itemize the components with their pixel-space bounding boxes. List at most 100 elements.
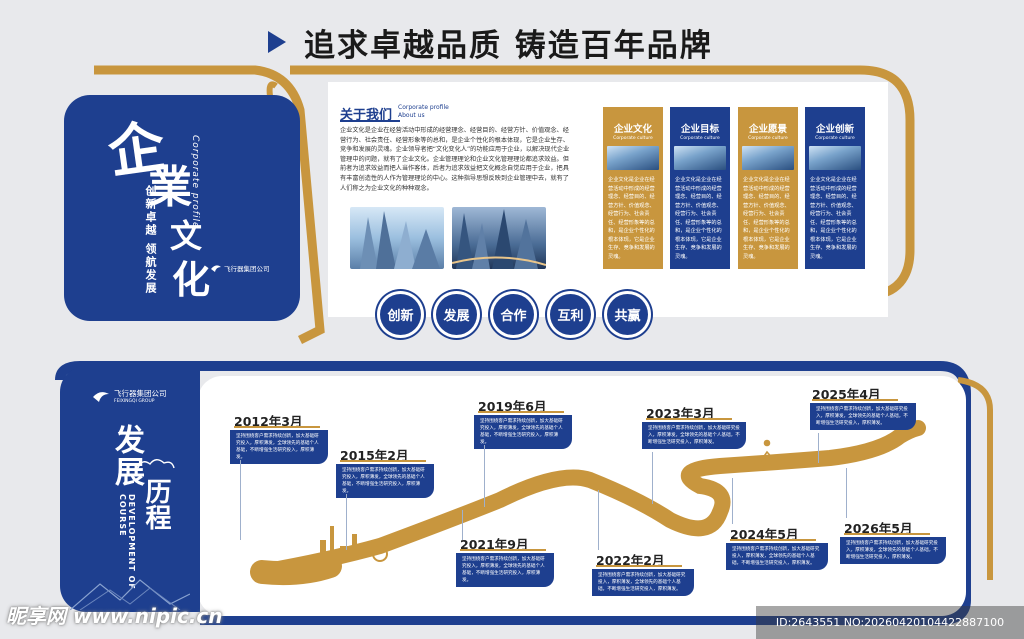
city-skyline-icon: [320, 526, 388, 562]
company-logo-icon: [211, 265, 221, 272]
history-company-en: FEIXINGQI GROUP: [114, 399, 155, 404]
keyword-win-win: 共赢: [607, 294, 648, 335]
milestone-stem: [484, 445, 485, 507]
value-card-body: 企业文化是企业在经营活动中形成的经营理念、经营目的、经营方针、价值观念、经营行为…: [608, 177, 655, 260]
milestone-stem: [598, 490, 599, 550]
milestone-stem: [346, 494, 347, 550]
value-card-en: Corporate culture: [748, 136, 788, 141]
headline: 追求卓越品质 铸造百年品牌: [268, 22, 713, 64]
history-en-vertical: DEVELOPMENT OF COURSE: [118, 494, 136, 590]
culture-block: 企 業 文 化 Corporate profile 创新卓越 领航发展 飞行器集…: [64, 95, 300, 321]
navy-frame-bottom: [55, 361, 971, 625]
gold-frame-bottom-right: [957, 377, 993, 580]
milestone-year: 2019年6月: [478, 399, 547, 414]
value-card-title: 企业愿景: [748, 124, 787, 135]
milestone-stem: [240, 460, 241, 540]
milestone-description: 坚持围绕客户需求持续创新，加大基础研究投入，厚积薄发，全球领先的基础个人基础，不…: [474, 415, 572, 449]
keyword-cooperation: 合作: [493, 294, 534, 335]
milestone-stem: [818, 433, 819, 463]
milestone-underline: [646, 418, 732, 420]
milestone-year: 2021年9月: [460, 537, 529, 552]
milestone-underline: [844, 533, 930, 535]
milestone-underline: [340, 460, 426, 462]
culture-char-3: 文: [170, 217, 203, 255]
value-card-photo: [674, 146, 726, 170]
milestone-underline: [478, 411, 564, 413]
value-card-title: 企业创新: [815, 124, 854, 135]
keyword-innovation: 创新: [380, 294, 421, 335]
culture-char-2: 業: [148, 162, 192, 213]
about-title-en-2: About us: [398, 112, 425, 119]
watermark-left: 昵享网 www.nipic.cn: [6, 604, 223, 628]
keyword-development: 发展: [436, 294, 477, 335]
culture-slogan: 创新卓越 领航发展: [144, 185, 157, 295]
culture-char-4: 化: [172, 257, 211, 302]
milestone-stem: [732, 478, 733, 524]
building-photo-2: [452, 207, 546, 269]
about-title-en-1: Corporate profile: [398, 104, 449, 111]
cloud-icon: [137, 459, 175, 469]
value-card-photo: [607, 146, 659, 170]
about-underline: [340, 120, 400, 122]
value-card-en: Corporate culture: [815, 136, 855, 141]
cyclist-icon: [754, 439, 782, 468]
milestone-underline: [596, 565, 682, 567]
milestone-description: 坚持围绕客户需求持续创新，加大基础研究投入，厚积薄发，全球领先的基础个人基础，不…: [840, 537, 946, 564]
milestone-stem: [846, 468, 847, 518]
value-card-photo: [809, 146, 861, 170]
value-card-body: 企业文化是企业在经营活动中形成的经营理念、经营目的、经营方针、价值观念、经营行为…: [810, 177, 857, 260]
mountain-icon: [70, 579, 190, 610]
milestone-year: 2025年4月: [812, 387, 881, 402]
milestone-description: 坚持围绕客户需求持续创新，加大基础研究投入，厚积薄发，全球领先的基础个人基础，不…: [230, 430, 328, 464]
milestone-stem: [462, 510, 463, 540]
value-card-title: 企业目标: [680, 124, 719, 135]
milestone-year: 2012年3月: [234, 414, 303, 429]
milestone-year: 2024年5月: [730, 527, 799, 542]
milestone-description: 坚持围绕客户需求持续创新，加大基础研究投入，厚积薄发，全球领先的基础个人基础，不…: [456, 553, 554, 587]
milestone-year: 2026年5月: [844, 521, 913, 536]
about-title-cn: 关于我们: [340, 108, 393, 123]
milestone-year: 2023年3月: [646, 406, 715, 421]
road-path: [254, 420, 926, 580]
building-photo-1: [350, 207, 444, 269]
keyword-mutual-benefit: 互利: [550, 294, 591, 335]
about-body: 企业文化是企业在经营活动中形成的经营理念、经营目的、经营方针、价值观念、经营行为…: [340, 127, 570, 192]
milestone-year: 2015年2月: [340, 448, 409, 463]
value-card-vision: 企业愿景 Corporate culture 企业文化是企业在经营活动中形成的经…: [738, 107, 798, 269]
milestone-underline: [812, 399, 898, 401]
milestone-description: 坚持围绕客户需求持续创新，加大基础研究投入，厚积薄发，全球领先的基础个人基础，不…: [336, 464, 434, 498]
headline-triangle-icon: [268, 31, 286, 53]
value-card-innovation: 企业创新 Corporate culture 企业文化是企业在经营活动中形成的经…: [805, 107, 865, 269]
value-card-title: 企业文化: [613, 124, 652, 135]
milestone-underline: [234, 426, 320, 428]
history-block: 飞行器集团公司 FEIXINGQI GROUP 发展 历程 DEVELOPMEN…: [60, 366, 200, 612]
company-logo-icon: [93, 392, 109, 402]
milestone-underline: [460, 549, 546, 551]
culture-en-vertical: Corporate profile: [190, 135, 200, 229]
value-card-en: Corporate culture: [680, 136, 720, 141]
milestone-description: 坚持围绕客户需求持续创新，加大基础研究投入，厚积薄发，全球领先的基础个人基础，不…: [592, 569, 694, 596]
history-company: 飞行器集团公司 FEIXINGQI GROUP: [92, 388, 167, 404]
value-card-culture: 企业文化 Corporate culture 企业文化是企业在经营活动中形成的经…: [603, 107, 663, 269]
value-card-body: 企业文化是企业在经营活动中形成的经营理念、经营目的、经营方针、价值观念、经营行为…: [675, 177, 722, 260]
history-title-1: 发展: [109, 424, 144, 488]
headline-text: 追求卓越品质 铸造百年品牌: [304, 27, 713, 64]
culture-company: 飞行器集团公司: [210, 263, 270, 273]
history-company-name: 飞行器集团公司: [114, 389, 167, 398]
milestone-description: 坚持围绕客户需求持续创新，加大基础研究投入，厚积薄发，全球领先的基础个人基础，不…: [810, 403, 916, 430]
milestone-description: 坚持围绕客户需求持续创新，加大基础研究投入，厚积薄发，全球领先的基础个人基础，不…: [642, 422, 746, 449]
watermark-right: ID:2643551 NO:20260420104422887100: [756, 606, 1024, 639]
culture-company-name: 飞行器集团公司: [224, 265, 270, 273]
history-title-2: 历程: [141, 478, 171, 530]
value-card-body: 企业文化是企业在经营活动中形成的经营理念、经营目的、经营方针、价值观念、经营行为…: [743, 177, 790, 260]
milestone-stem: [652, 452, 653, 504]
skyscraper-icon: [360, 211, 440, 269]
milestone-description: 坚持围绕客户需求持续创新，加大基础研究投入，厚积薄发，全球领先的基础个人基础，不…: [726, 543, 828, 570]
milestone-year: 2022年2月: [596, 553, 665, 568]
value-card-en: Corporate culture: [613, 136, 653, 141]
value-card-goal: 企业目标 Corporate culture 企业文化是企业在经营活动中形成的经…: [670, 107, 730, 269]
milestone-underline: [730, 539, 816, 541]
